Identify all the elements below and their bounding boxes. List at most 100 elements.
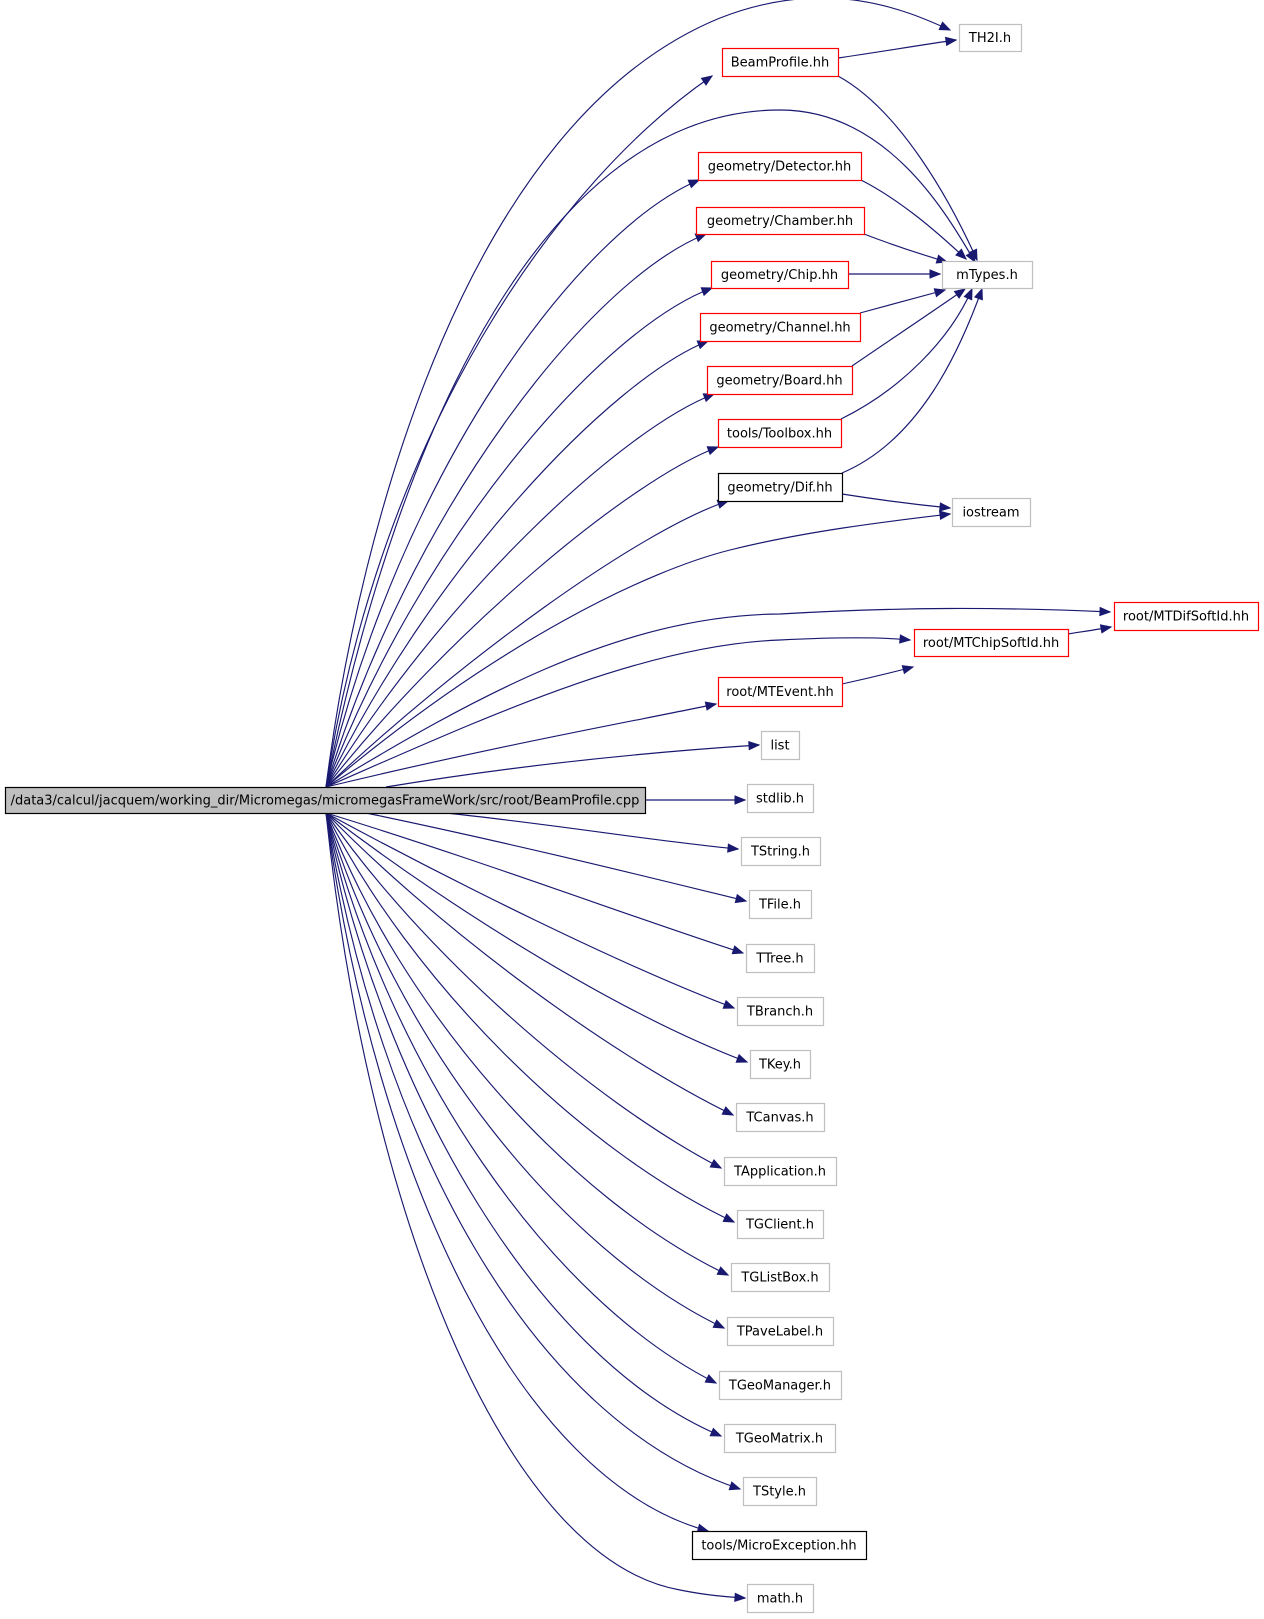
edge-mtevent-to-mtchip xyxy=(841,665,915,685)
edge-root-to-toolbox xyxy=(325,446,720,788)
edge-beamprofile-to-mtypes xyxy=(837,75,978,262)
node-label: stdlib.h xyxy=(756,792,804,807)
edge-board-to-mtypes xyxy=(851,288,967,367)
node-box xyxy=(723,1156,838,1187)
node-tstring[interactable]: TString.h xyxy=(740,836,822,867)
edge-line xyxy=(863,233,948,263)
edge-line xyxy=(325,703,717,788)
arrowhead-icon xyxy=(704,701,718,711)
edge-line xyxy=(837,75,978,261)
node-iostream[interactable]: iostream xyxy=(951,497,1032,528)
edge-root-to-tpavelabel xyxy=(325,812,726,1329)
edge-toolbox-to-mtypes xyxy=(840,287,973,420)
node-box xyxy=(748,889,813,920)
arrowhead-icon xyxy=(1099,606,1112,617)
edge-line xyxy=(325,812,741,1490)
edge-line xyxy=(325,812,735,1009)
node-box xyxy=(735,1102,826,1133)
node-mtevent[interactable]: root/MTEvent.hh xyxy=(717,676,844,708)
arrowhead-icon xyxy=(901,665,915,675)
node-box xyxy=(721,47,840,78)
node-box xyxy=(4,786,647,815)
node-detector[interactable]: geometry/Detector.hh xyxy=(697,151,863,182)
node-ttree[interactable]: TTree.h xyxy=(745,943,816,974)
node-label: root/MTChipSoftId.hh xyxy=(923,636,1059,651)
arrowhead-icon xyxy=(953,288,967,299)
arrowhead-icon xyxy=(731,945,745,955)
edge-root-to-mtchip xyxy=(325,634,912,788)
node-box xyxy=(736,996,825,1027)
node-tgclient[interactable]: TGClient.h xyxy=(736,1209,825,1240)
node-tglistbox[interactable]: TGListBox.h xyxy=(730,1262,831,1293)
node-label: geometry/Board.hh xyxy=(716,374,842,389)
node-mtchip[interactable]: root/MTChipSoftId.hh xyxy=(913,628,1070,658)
node-dif[interactable]: geometry/Dif.hh xyxy=(717,472,844,503)
node-list[interactable]: list xyxy=(760,730,801,761)
node-mtdif[interactable]: root/MTDifSoftId.hh xyxy=(1113,601,1260,632)
node-tcanvas[interactable]: TCanvas.h xyxy=(735,1102,826,1133)
edge-line xyxy=(851,288,966,367)
edge-line xyxy=(325,812,734,1116)
edge-root-to-chamber xyxy=(325,233,708,788)
node-root[interactable]: /data3/calcul/jacquem/working_dir/Microm… xyxy=(4,786,647,815)
edge-line xyxy=(325,812,709,1532)
arrowhead-icon xyxy=(748,740,761,751)
node-beamprofile[interactable]: BeamProfile.hh xyxy=(721,47,840,78)
node-box xyxy=(717,472,844,503)
edge-line xyxy=(325,393,715,788)
node-box xyxy=(742,1476,818,1507)
node-board[interactable]: geometry/Board.hh xyxy=(706,365,854,396)
edge-root-to-tgclient xyxy=(325,812,736,1223)
arrowhead-icon xyxy=(727,843,740,853)
node-tstyle[interactable]: TStyle.h xyxy=(742,1476,818,1507)
node-stdlib[interactable]: stdlib.h xyxy=(746,783,815,814)
arrowhead-icon xyxy=(955,248,967,260)
node-chip[interactable]: geometry/Chip.hh xyxy=(710,260,850,290)
node-tfile[interactable]: TFile.h xyxy=(748,889,813,920)
arrowhead-icon xyxy=(716,1266,730,1276)
node-toolbox[interactable]: tools/Toolbox.hh xyxy=(717,418,843,449)
node-label: TCanvas.h xyxy=(745,1111,813,1126)
node-label: tools/MicroException.hh xyxy=(701,1539,856,1554)
node-label: mTypes.h xyxy=(956,268,1018,283)
node-label: TBranch.h xyxy=(746,1005,813,1020)
node-mtypes[interactable]: mTypes.h xyxy=(941,260,1034,290)
edge-root-to-tfile xyxy=(365,812,748,904)
edge-line xyxy=(445,812,739,850)
node-tbranch[interactable]: TBranch.h xyxy=(736,996,825,1027)
node-label: geometry/Dif.hh xyxy=(727,481,832,496)
node-tgeomatrix[interactable]: TGeoMatrix.h xyxy=(723,1423,837,1454)
node-tpavelabel[interactable]: TPaveLabel.h xyxy=(726,1316,835,1347)
node-tapplication[interactable]: TApplication.h xyxy=(723,1156,838,1187)
node-label: /data3/calcul/jacquem/working_dir/Microm… xyxy=(11,794,640,809)
edge-line xyxy=(325,812,722,1437)
edge-root-to-detector xyxy=(325,179,701,788)
node-math[interactable]: math.h xyxy=(746,1583,815,1614)
arrowhead-icon xyxy=(709,1427,723,1437)
arrowhead-icon xyxy=(973,287,983,301)
node-label: TPaveLabel.h xyxy=(736,1325,823,1340)
node-th2i[interactable]: TH2I.h xyxy=(958,23,1023,53)
node-label: TString.h xyxy=(750,845,810,860)
arrowhead-icon xyxy=(734,795,747,805)
node-channel[interactable]: geometry/Channel.hh xyxy=(699,312,862,343)
edge-line xyxy=(325,637,911,788)
node-microexception[interactable]: tools/MicroException.hh xyxy=(691,1530,868,1561)
edge-chamber-to-mtypes xyxy=(863,233,949,264)
edge-line xyxy=(325,812,729,1276)
edges-layer xyxy=(325,0,1113,1603)
node-label: tools/Toolbox.hh xyxy=(727,427,832,442)
node-tkey[interactable]: TKey.h xyxy=(749,1049,812,1080)
node-chamber[interactable]: geometry/Chamber.hh xyxy=(695,206,866,236)
edge-detector-to-mtypes xyxy=(860,179,967,260)
edge-root-to-mtypes xyxy=(325,109,976,788)
edge-root-to-beamprofile xyxy=(325,75,714,788)
node-tgeomanager[interactable]: TGeoManager.h xyxy=(718,1370,843,1401)
nodes-layer: /data3/calcul/jacquem/working_dir/Microm… xyxy=(4,23,1260,1614)
edge-line xyxy=(837,39,957,59)
arrowhead-icon xyxy=(929,269,942,279)
edge-root-to-th2i xyxy=(325,0,952,788)
node-box xyxy=(697,151,863,182)
node-box xyxy=(726,1316,835,1347)
